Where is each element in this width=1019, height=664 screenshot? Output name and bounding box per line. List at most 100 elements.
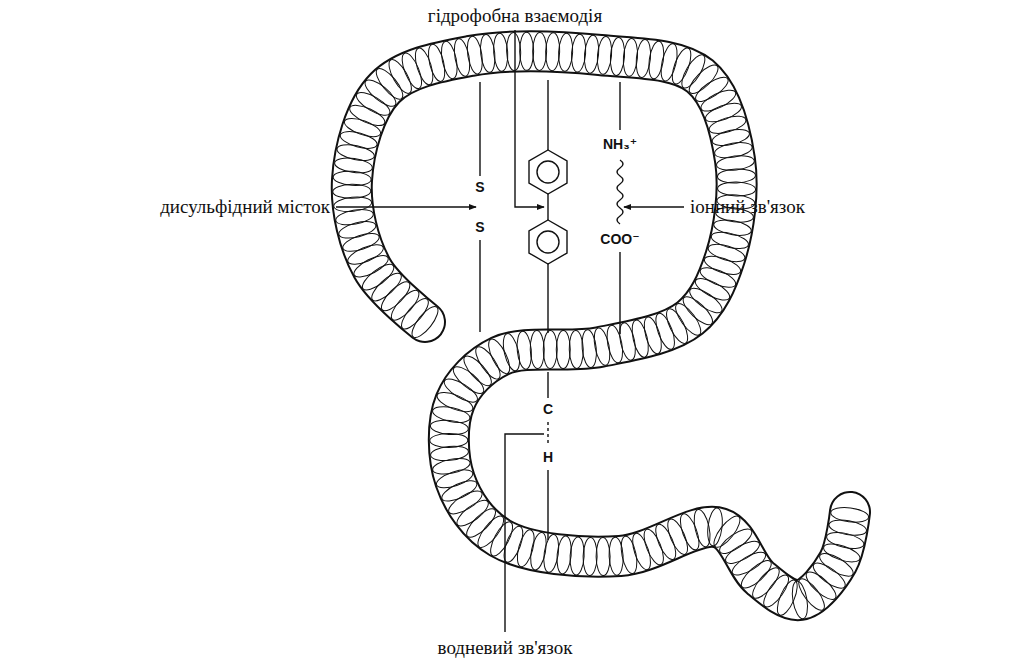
bond-line	[547, 194, 548, 220]
helix-turn	[345, 241, 385, 269]
helix-turn	[334, 156, 374, 175]
helix-turn	[748, 564, 783, 602]
helix-turn	[430, 433, 468, 447]
helix-turn	[439, 40, 460, 80]
helix-turn	[543, 330, 557, 368]
helix-turn	[596, 538, 611, 576]
leader-line	[336, 206, 476, 207]
bond-type-label: дисульфідний місток	[160, 197, 330, 218]
helix-turn	[591, 327, 612, 367]
helix-turn	[471, 343, 504, 382]
helix-turn	[569, 330, 584, 368]
helix-turn	[711, 126, 751, 148]
helix-turn	[717, 181, 755, 196]
leader-line	[515, 30, 544, 207]
helix-turn	[335, 207, 375, 228]
benzene-ring	[537, 231, 559, 253]
helix-turn	[398, 51, 425, 91]
helix-turn	[686, 284, 725, 317]
helix-turn	[641, 315, 665, 355]
helix-turn	[347, 101, 387, 129]
helix-turn	[359, 260, 398, 294]
helix-turn	[773, 577, 801, 617]
helix-turn	[707, 113, 747, 137]
helix-turn	[679, 293, 716, 329]
helix-turn	[439, 477, 479, 506]
helix-turn	[514, 528, 537, 568]
helix-turn	[385, 56, 416, 96]
helix-turn	[664, 517, 692, 557]
helix-turn	[336, 142, 376, 163]
helix-turn	[463, 505, 500, 542]
bond-line	[547, 372, 548, 398]
helix-turn	[706, 241, 746, 265]
bond-line	[619, 82, 620, 130]
helix-turn	[759, 571, 792, 610]
helix-turn	[671, 300, 705, 339]
helix-turn	[368, 269, 405, 305]
benzene-ring	[537, 161, 559, 183]
helix-turn	[452, 38, 473, 78]
helix-turn	[425, 43, 448, 83]
benzene-ring	[529, 150, 567, 194]
helix-turn	[397, 295, 432, 333]
helix-turn	[825, 529, 865, 551]
helix-turn	[506, 32, 521, 70]
helix-turn	[434, 466, 474, 491]
helix-turn	[408, 303, 443, 342]
ionic-wave	[617, 160, 623, 224]
leader-line	[505, 434, 544, 632]
helix-turn	[698, 86, 738, 115]
bond-line	[547, 80, 548, 150]
helix-turn	[530, 330, 545, 368]
helix-turn	[377, 278, 414, 315]
disulfide-line	[479, 240, 480, 332]
helix-turn	[816, 549, 856, 580]
helix-turn	[486, 519, 516, 559]
helix-turn	[678, 51, 710, 91]
helix-turn	[652, 522, 680, 562]
helix-turn	[822, 540, 862, 565]
helix-turn	[828, 518, 868, 538]
helix-turn	[545, 32, 560, 70]
helix-turn	[640, 527, 667, 567]
helix-turn	[445, 487, 485, 519]
helix-turn	[716, 525, 755, 558]
chain-fill	[352, 51, 850, 600]
helix-turn	[435, 389, 475, 416]
helix-turn	[698, 264, 738, 292]
atom-label: C	[542, 402, 554, 417]
helix-turn	[647, 40, 666, 80]
helix-turn	[474, 512, 508, 551]
bond-line	[547, 470, 548, 540]
helix-turn	[668, 46, 694, 86]
helix-turn	[737, 556, 775, 592]
benzene-ring	[529, 220, 567, 264]
atom-label: H	[542, 450, 554, 465]
bond-line	[547, 264, 548, 333]
helix-turn	[629, 531, 654, 571]
helix-turn	[361, 76, 399, 111]
bond-type-label: гідрофобна взаємодія	[428, 6, 602, 27]
helix-turn	[702, 252, 742, 278]
helix-turn	[802, 568, 840, 604]
helix-turn	[710, 229, 750, 251]
helix-turn	[729, 548, 769, 579]
helix-turn	[713, 217, 753, 238]
helix-turn	[532, 32, 547, 70]
helix-turn	[717, 168, 756, 183]
helix-turn	[500, 332, 522, 372]
helix-turn	[342, 115, 382, 141]
helix-turn	[662, 306, 691, 346]
polypeptide-chain	[333, 32, 870, 620]
helix-turn	[500, 524, 526, 564]
helix-turn	[412, 46, 437, 86]
leader-line	[624, 206, 684, 207]
helix-turn	[677, 512, 703, 552]
helix-turn	[460, 352, 496, 390]
helix-turn	[629, 319, 651, 359]
bond-type-label: іонний зв'язок	[690, 197, 805, 218]
helix-turn	[830, 506, 869, 525]
